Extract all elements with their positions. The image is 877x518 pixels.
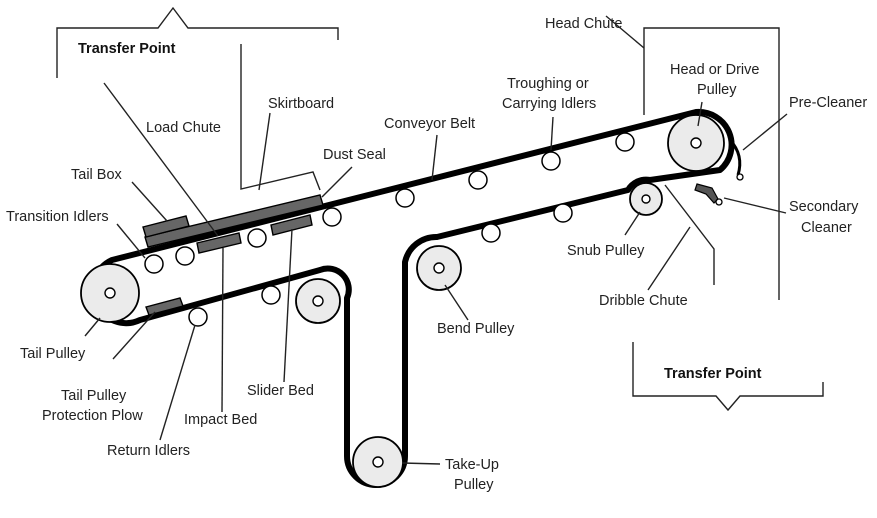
tail-pulley	[80, 263, 140, 323]
pre-cleaner	[728, 138, 744, 181]
secondary-cleaner-label-2: Cleaner	[801, 220, 852, 236]
slider-bed-label: Slider Bed	[247, 383, 314, 399]
secondary-cleaner	[694, 183, 723, 206]
head-pulley-label-2: Pulley	[697, 82, 737, 98]
carrying-idlers	[144, 132, 635, 274]
return-idlers-label: Return Idlers	[107, 443, 190, 459]
tail-pulley-protection-plow-label-1: Tail Pulley	[61, 388, 127, 404]
head-chute-label: Head Chute	[545, 16, 622, 32]
head-pulley	[667, 114, 725, 172]
impact-bed-blocks	[196, 214, 313, 254]
tail-box-label: Tail Box	[71, 167, 123, 183]
snub-pulley	[629, 182, 663, 216]
transfer-point-left-bracket	[56, 6, 339, 78]
skirtboard-label: Skirtboard	[268, 96, 334, 112]
troughing-idlers-label-2: Carrying Idlers	[502, 96, 596, 112]
take-up-pulley	[352, 436, 404, 488]
transition-idlers-label: Transition Idlers	[6, 209, 109, 225]
transfer-point-right-bracket	[632, 342, 824, 412]
tail-box	[142, 215, 190, 238]
head-pulley-label-1: Head or Drive	[670, 62, 759, 78]
troughing-idlers-label-1: Troughing or	[507, 76, 589, 92]
tail-pulley-label: Tail Pulley	[20, 346, 86, 362]
transfer-point-left-label: Transfer Point	[78, 41, 176, 57]
return-idlers	[188, 203, 573, 327]
pre-cleaner-label: Pre-Cleaner	[789, 95, 867, 111]
take-up-pulley-label-1: Take-Up	[445, 457, 499, 473]
secondary-cleaner-label-1: Secondary	[789, 199, 859, 215]
impact-bed-label: Impact Bed	[184, 412, 257, 428]
take-up-pulley-label-2: Pulley	[454, 477, 494, 493]
bend-pulley	[416, 245, 462, 291]
bend-pulley-label: Bend Pulley	[437, 321, 515, 337]
skirt-seal-bar	[144, 194, 324, 248]
leader-lines	[84, 15, 788, 465]
dribble-chute-label: Dribble Chute	[599, 293, 688, 309]
snub-pulley-label: Snub Pulley	[567, 243, 645, 259]
return-pulley	[295, 278, 341, 324]
conveyor-belt-label: Conveyor Belt	[384, 116, 475, 132]
transfer-point-right-label: Transfer Point	[664, 366, 762, 382]
dribble-chute	[664, 184, 715, 285]
load-chute-label: Load Chute	[146, 120, 221, 136]
tail-pulley-protection-plow-label-2: Protection Plow	[42, 408, 143, 424]
dust-seal-label: Dust Seal	[323, 147, 386, 163]
skirtboard-outline	[240, 44, 321, 191]
head-chute-outline	[643, 27, 780, 300]
protection-plow	[145, 297, 184, 316]
